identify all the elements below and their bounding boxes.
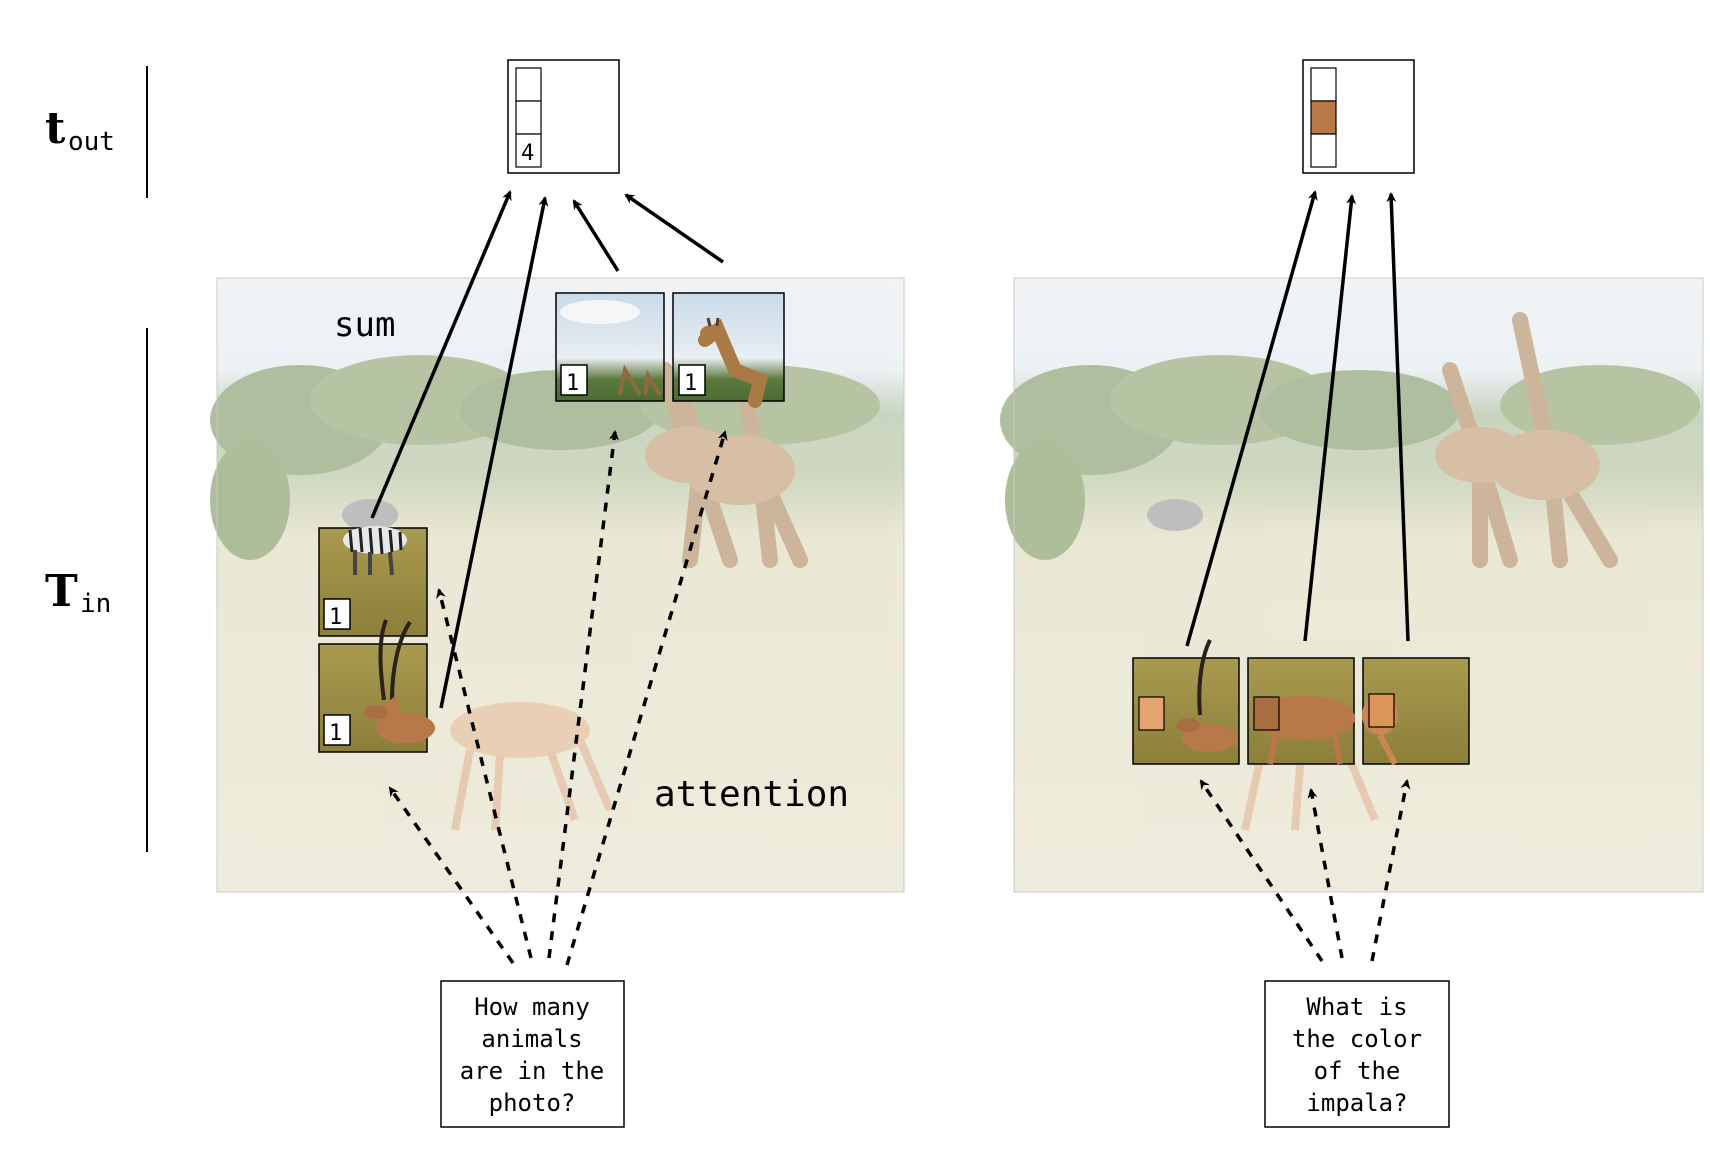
attention-word: attention <box>654 774 849 815</box>
count-value: 1 <box>329 721 342 746</box>
count-box <box>560 364 588 396</box>
question-line: How many <box>474 993 590 1021</box>
sum-arrow <box>1303 194 1357 642</box>
left-attention-arrows <box>388 430 728 966</box>
impala-patch-head <box>1132 639 1240 765</box>
count-box <box>323 714 351 746</box>
sum-arrow <box>1386 192 1410 642</box>
t-in-label: T in <box>45 566 111 619</box>
right-question-box: What is the color of the impala? <box>1264 980 1450 1128</box>
left-output-token: 4 <box>507 59 620 174</box>
vector-cell-color <box>1310 100 1337 135</box>
attention-arrow <box>565 430 728 966</box>
left-sum-arrows <box>370 190 724 709</box>
vector-cell <box>515 100 542 135</box>
impala-patch-rear <box>1362 657 1470 766</box>
count-value: 1 <box>566 371 579 396</box>
left-question-box: How many animals are in the photo? <box>440 980 625 1128</box>
right-sum-arrows <box>1185 190 1410 647</box>
patch-giraffe: 1 <box>672 292 785 408</box>
output-count: 4 <box>521 141 534 166</box>
t-in-sub: in <box>80 589 111 619</box>
attention-arrow <box>1199 779 1324 962</box>
left-scene-border <box>216 277 905 893</box>
color-token <box>1253 696 1280 731</box>
question-line: photo? <box>489 1089 576 1117</box>
color-token <box>1138 696 1165 731</box>
vector-cell <box>515 133 542 168</box>
question-line: animals <box>481 1025 582 1053</box>
vector-cell <box>515 67 542 102</box>
sum-arrow <box>1185 190 1318 647</box>
left-panel: sum attention 1 1 1 <box>210 59 905 1128</box>
count-box <box>678 364 706 396</box>
count-value: 1 <box>329 605 342 630</box>
question-line: of the <box>1314 1057 1401 1085</box>
question-line: What is <box>1306 993 1407 1021</box>
patch-sky-trees: 1 <box>555 292 665 402</box>
t-out-main: t <box>45 103 66 154</box>
attention-arrow <box>1370 779 1411 962</box>
impala-patch-body <box>1247 657 1355 765</box>
right-output-token <box>1302 59 1415 174</box>
right-scene-border <box>1013 277 1704 893</box>
right-scene-image <box>1000 278 1703 892</box>
t-in-main: T <box>45 566 78 617</box>
count-box <box>323 598 351 630</box>
vector-cell <box>1310 67 1337 102</box>
count-value: 1 <box>684 371 697 396</box>
question-line: impala? <box>1306 1089 1407 1117</box>
sum-arrow <box>572 199 620 272</box>
color-token <box>1368 693 1395 728</box>
t-out-sub: out <box>68 127 115 157</box>
sum-word: sum <box>334 305 395 345</box>
patch-zebra: 1 <box>318 526 428 637</box>
patch-impala: 1 <box>318 619 435 753</box>
question-line: are in the <box>460 1057 605 1085</box>
right-attention-arrows <box>1199 779 1411 962</box>
sum-arrow <box>370 190 512 519</box>
sum-arrow <box>439 196 549 709</box>
sum-arrow <box>624 193 724 264</box>
question-line: the color <box>1292 1025 1422 1053</box>
right-panel: What is the color of the impala? <box>1000 59 1704 1128</box>
t-out-label: t out <box>45 103 115 157</box>
vector-cell <box>1310 133 1337 168</box>
